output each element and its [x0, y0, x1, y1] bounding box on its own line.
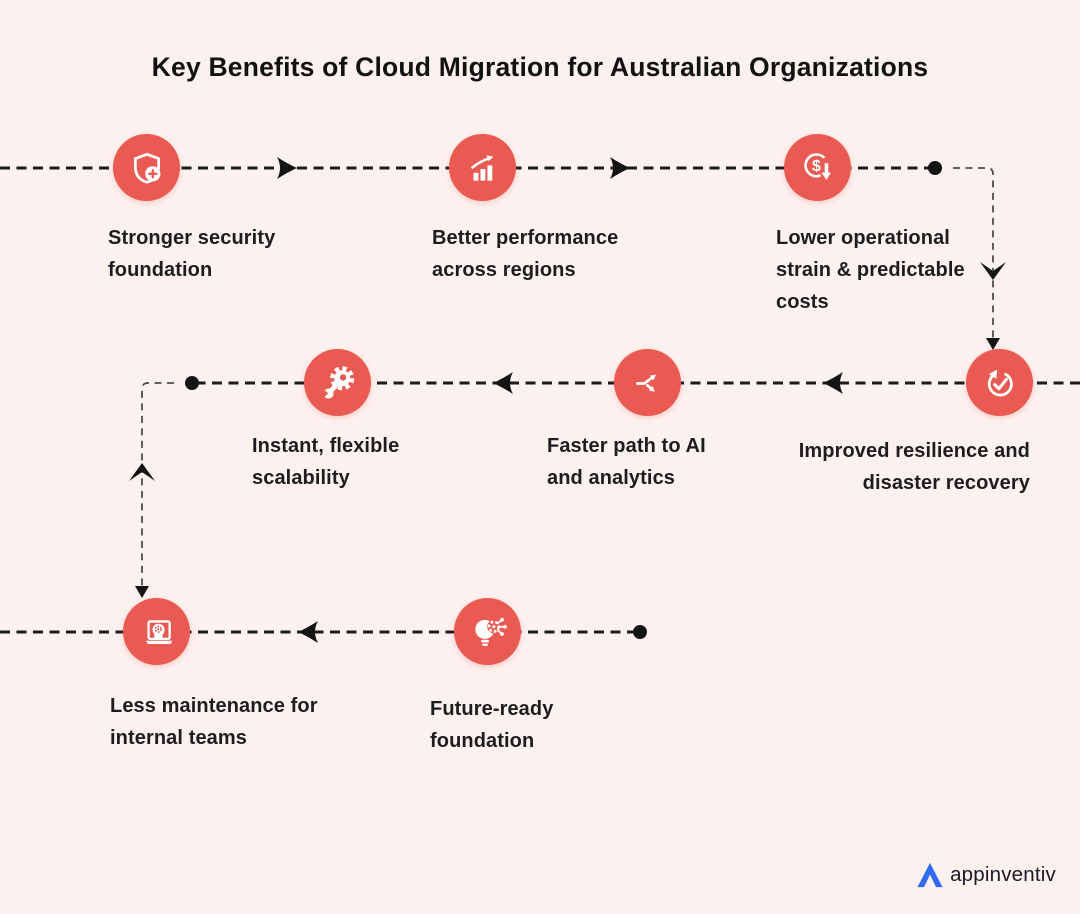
- connector-left: [141, 382, 174, 589]
- flow-start-dot: [928, 161, 942, 175]
- benefit-label-less-maintenance: Less maintenance for internal teams: [110, 695, 318, 749]
- appinventiv-mark-icon: [917, 862, 943, 888]
- connector-right: [953, 167, 994, 341]
- arrow-left-icon: [493, 372, 513, 394]
- backup-restore-icon: [966, 349, 1033, 416]
- benefit-label-future-ready: Future-ready foundation: [430, 698, 554, 752]
- svg-text:$: $: [812, 157, 821, 174]
- page-title: Key Benefits of Cloud Migration for Aust…: [151, 52, 929, 82]
- arrow-right-icon: [277, 157, 297, 179]
- benefit-label-lower-costs: Lower operational strain & predictable c…: [776, 227, 965, 313]
- arrow-down-icon: [986, 338, 1000, 350]
- smart-bulb-icon: [454, 598, 521, 665]
- laptop-automation-icon: [123, 598, 190, 665]
- growth-chart-icon: [449, 134, 516, 201]
- benefit-label-better-performance: Better performance across regions: [432, 227, 619, 281]
- chevron-up-icon: [129, 463, 155, 481]
- benefit-label-flexible-scalability: Instant, flexible scalability: [252, 435, 400, 489]
- chevron-down-icon: [980, 262, 1006, 280]
- benefit-label-resilience-recovery: Improved resilience and disaster recover…: [798, 440, 1030, 494]
- benefit-label-ai-analytics: Faster path to AI and analytics: [547, 435, 706, 489]
- brand-logo-text: appinventiv: [950, 863, 1056, 886]
- benefit-label-stronger-security: Stronger security foundation: [108, 227, 276, 281]
- flow-start-dot: [633, 625, 647, 639]
- gear-wrench-icon: [304, 349, 371, 416]
- cost-reduction-icon: $: [784, 134, 851, 201]
- arrow-left-icon: [298, 621, 318, 643]
- arrow-down-icon: [135, 586, 149, 598]
- flow-start-dot: [185, 376, 199, 390]
- shield-plus-icon: [113, 134, 180, 201]
- arrow-left-icon: [823, 372, 843, 394]
- arrow-right-icon: [610, 157, 630, 179]
- split-arrows-icon: [614, 349, 681, 416]
- brand-logo: appinventiv: [915, 860, 1056, 890]
